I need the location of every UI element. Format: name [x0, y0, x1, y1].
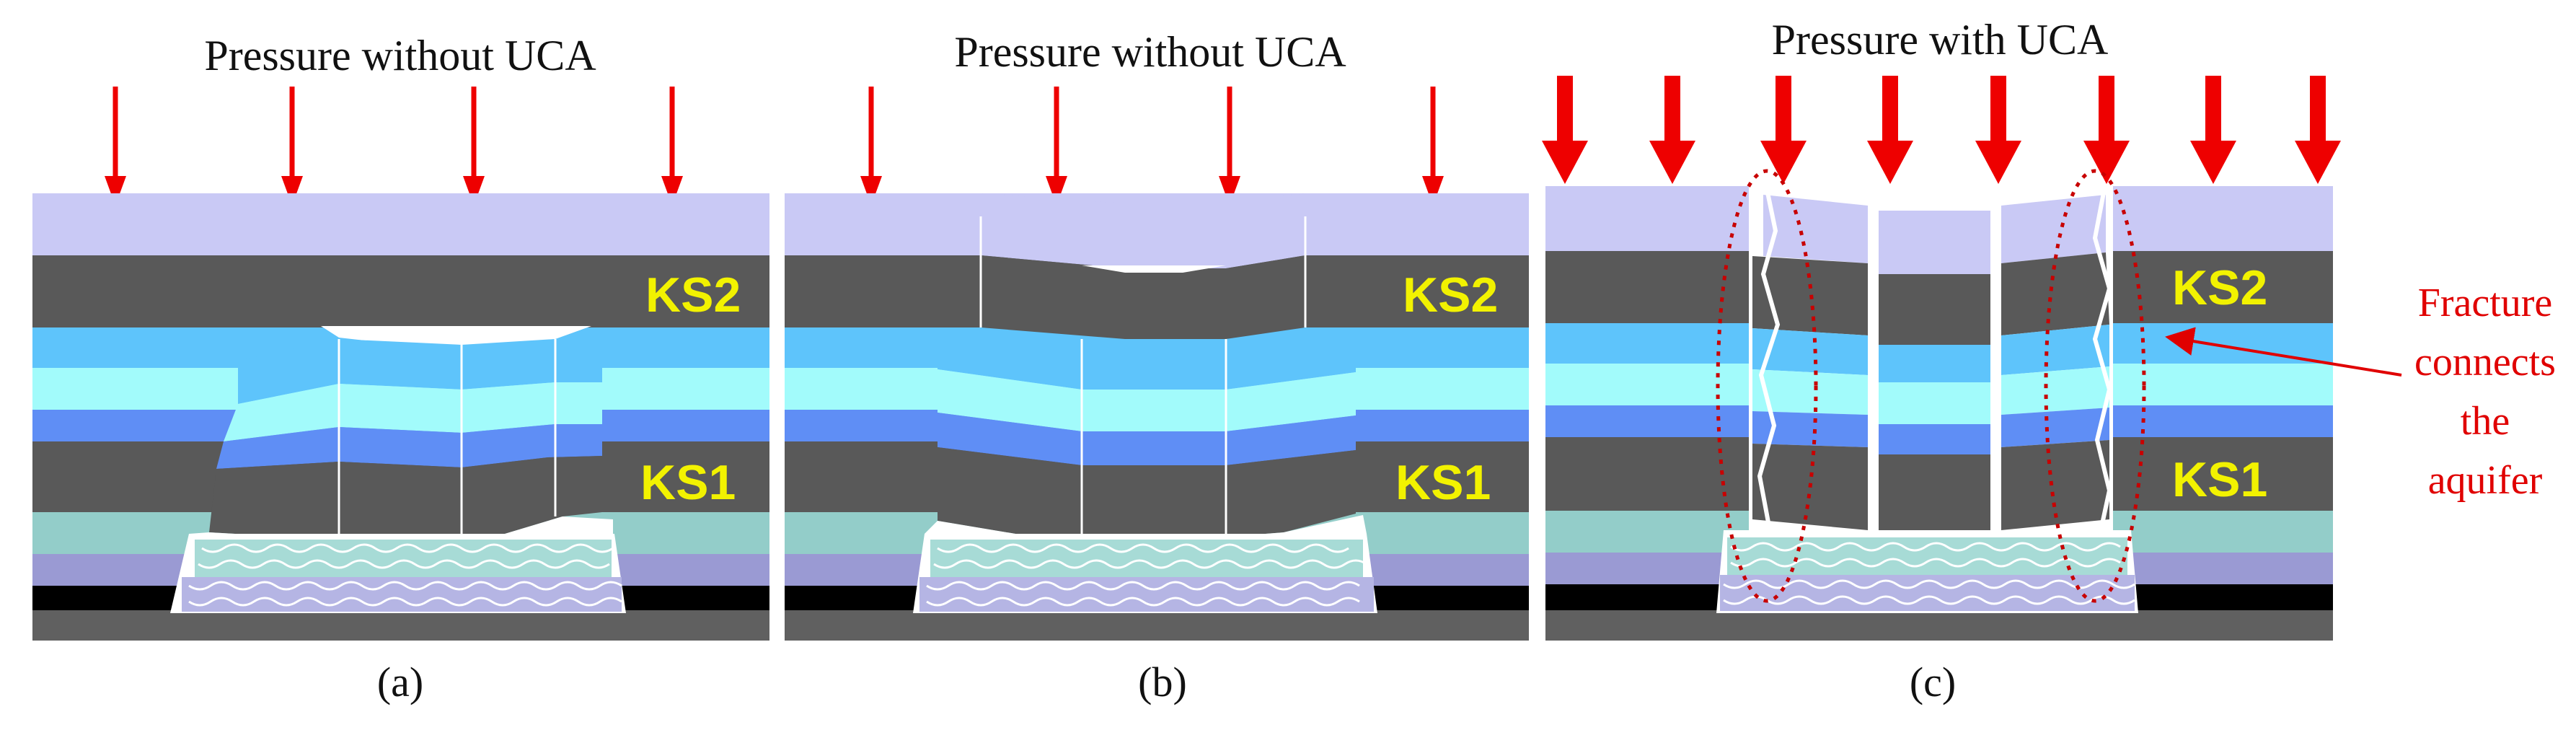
pressure-arrow [1542, 76, 1588, 184]
seam-label-ks1: KS1 [1395, 455, 1491, 510]
pressure-arrow [2083, 76, 2130, 184]
block-blue-layer [1879, 345, 1990, 382]
bottom-gray-layer [1545, 610, 2333, 641]
bent-cyan-layer [224, 382, 602, 441]
fracture-line [1757, 188, 1781, 535]
rubble-texture [1723, 542, 2135, 605]
bottom-gray-layer [32, 610, 769, 641]
bent-mid-blue-layer [938, 413, 1356, 465]
rubble-texture [926, 543, 1367, 607]
bent-mid-blue-layer [216, 424, 602, 469]
bent-coal-ks1 [938, 447, 1356, 542]
block-cyan-layer [1879, 382, 1990, 424]
bending-zone [189, 326, 613, 542]
pressure-arrow [463, 87, 485, 206]
panel-title: Pressure with UCA [1772, 16, 2109, 63]
bent-coal-ks2 [981, 255, 1305, 339]
panel-caption: (b) [1138, 659, 1187, 705]
annotation-line-2: connects [2414, 340, 2556, 384]
seam-label-ks2: KS2 [645, 268, 741, 322]
bottom-gray-layer [785, 610, 1529, 641]
fracture-annotation: Fracture connects the aquifer [2165, 281, 2556, 503]
seam-label-ks1: KS1 [640, 455, 736, 510]
block-cyan-layer [1752, 369, 1868, 415]
block-coal-ks1 [1879, 454, 1990, 535]
pressure-arrow [281, 87, 303, 206]
panel-caption: (a) [377, 659, 423, 705]
annotation-line-3: the [2461, 399, 2510, 444]
pressure-arrow [1760, 76, 1807, 184]
broken-column [1749, 186, 2113, 540]
block-mid-blue-layer [1879, 424, 1990, 454]
block-blue-layer [2001, 325, 2109, 375]
block-coal-ks1 [2001, 440, 2109, 530]
block-top-layer [1879, 211, 1990, 274]
pressure-arrows [105, 87, 683, 206]
panel-a: Pressure without UCA [32, 32, 769, 705]
pressure-arrow [860, 87, 882, 206]
block-mid-blue-layer [1752, 411, 1868, 447]
annotation-line-1: Fracture [2418, 281, 2553, 325]
fracture-zone-ellipse-right [2044, 169, 2146, 603]
block-cyan-layer [2001, 366, 2109, 415]
pressure-arrow [1867, 76, 1913, 184]
bent-coal-ks1 [209, 456, 602, 542]
bent-blue-layer [938, 327, 1356, 390]
goaf [170, 534, 626, 613]
pressure-arrow [1046, 87, 1067, 206]
annotation-arrow [2165, 327, 2402, 377]
block-coal-ks2 [2001, 252, 2109, 335]
block-blue-layer [1752, 328, 1868, 375]
block-top-layer [2001, 195, 2106, 263]
panel-title: Pressure without UCA [204, 32, 596, 79]
fracture-zone-ellipse-left [1716, 169, 1818, 603]
pressure-arrows [860, 87, 1444, 206]
panel-b: Pressure without UCA [785, 28, 1529, 705]
seam-label-ks2: KS2 [1403, 268, 1498, 322]
block-top-layer [1763, 195, 1868, 263]
panel-c: Pressure with UCA [1542, 16, 2341, 705]
bent-cyan-layer [938, 369, 1356, 431]
pressure-arrow [1422, 87, 1444, 206]
rubble-texture [188, 543, 622, 607]
bent-blue-layer [238, 339, 602, 404]
panel-caption: (c) [1910, 659, 1956, 705]
goaf [913, 534, 1377, 613]
block-mid-blue-layer [2001, 408, 2109, 447]
goaf [1716, 530, 2138, 613]
fracture-line [2092, 188, 2112, 535]
bent-top-layer [981, 193, 1305, 268]
pressure-arrow [661, 87, 683, 206]
pressure-arrow [1649, 76, 1695, 184]
pressure-arrows [1542, 76, 2341, 184]
seam-label-ks1: KS1 [2172, 452, 2267, 507]
goaf-lavender-rubble [182, 577, 622, 612]
pressure-arrow [2190, 76, 2236, 184]
annotation-line-4: aquifer [2428, 458, 2543, 503]
pressure-arrow [2295, 76, 2341, 184]
bending-zone [925, 193, 1367, 542]
seam-label-ks2: KS2 [2172, 260, 2267, 315]
pressure-arrow [1219, 87, 1240, 206]
block-coal-ks2 [1879, 274, 1990, 345]
panel-title: Pressure without UCA [954, 28, 1346, 76]
coal-seam-ks2 [32, 255, 769, 327]
pressure-arrow [1975, 76, 2021, 184]
pressure-arrow [105, 87, 126, 206]
separation-void [1082, 265, 1226, 273]
top-layer [32, 193, 769, 255]
